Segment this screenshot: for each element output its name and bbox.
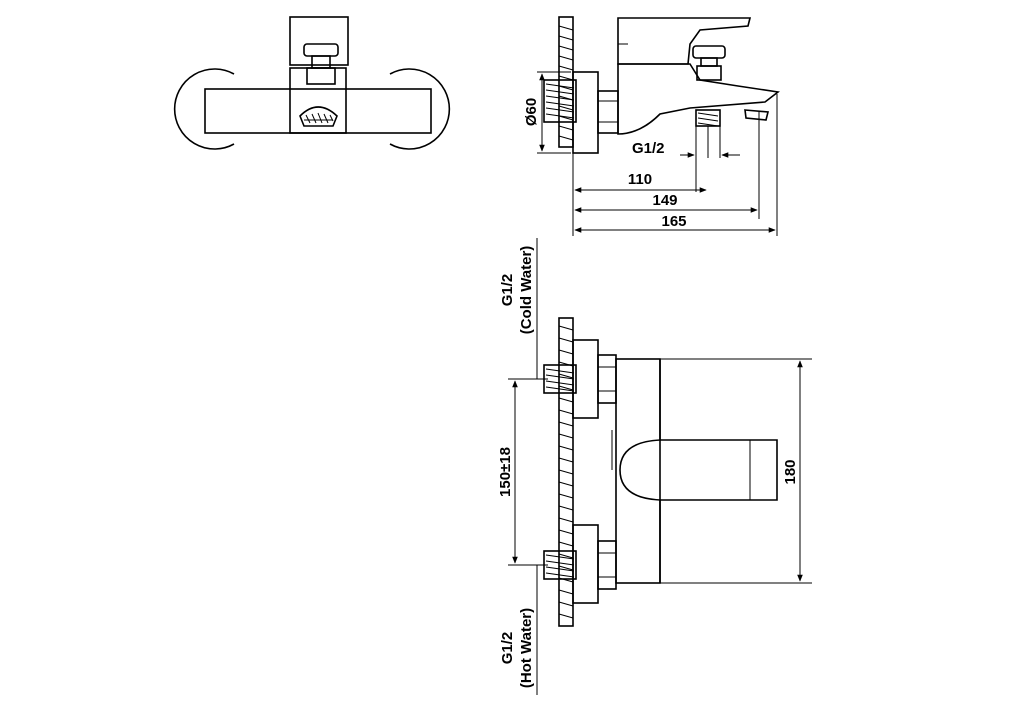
aerator-mesh [305,112,334,124]
dim-180-label: 180 [782,459,799,484]
diverter-base [306,67,336,85]
wall-top-view [558,317,574,627]
dim-149-label: 149 [652,192,677,209]
side-view: Ø60 G1/2 110 149 165 [523,16,780,236]
dim-110-label: 110 [628,171,652,188]
diverter-knob [303,43,339,57]
diverter-stem [311,55,331,69]
right-escutcheon [389,68,451,150]
shower-outlet-thread [697,112,719,127]
hot-nut [597,540,617,590]
cold-nut [597,354,617,404]
side-diverter-base [696,65,722,81]
mixer-body-top-view [615,358,661,584]
hot-inlet-thread-lines [545,554,575,578]
dim-165-label: 165 [661,213,686,230]
spout-aerator [744,109,770,121]
cold-water-label: (Cold Water) [518,246,535,335]
lever-handle [617,17,752,65]
inlet-thread-lines [545,83,575,119]
spacing-label: 150±18 [497,447,514,497]
wall-hatch-top-view [558,325,574,619]
hot-water-label: (Hot Water) [518,608,535,688]
aerator [299,106,338,127]
cold-inlet-thread-lines [545,368,575,392]
spout-thread-label: G1/2 [632,140,665,157]
side-diverter-stem [700,57,718,67]
top-view: 180 150±18 G1/2 (Cold Water) G1/2 (Hot W… [497,238,812,695]
lever-handle-top [289,16,349,66]
cold-thread-label: G1/2 [499,274,516,307]
side-nut [597,90,619,134]
central-block [289,67,347,134]
diameter-label: Ø60 [523,98,540,126]
body-and-spout [617,63,780,135]
front-view [173,16,451,150]
wall-hatch [558,25,574,141]
lever-handle-top-view [619,359,661,583]
side-diverter-knob [692,45,726,59]
hot-thread-label: G1/2 [499,632,516,665]
left-escutcheon [173,68,235,150]
spout-top-view [660,439,778,501]
